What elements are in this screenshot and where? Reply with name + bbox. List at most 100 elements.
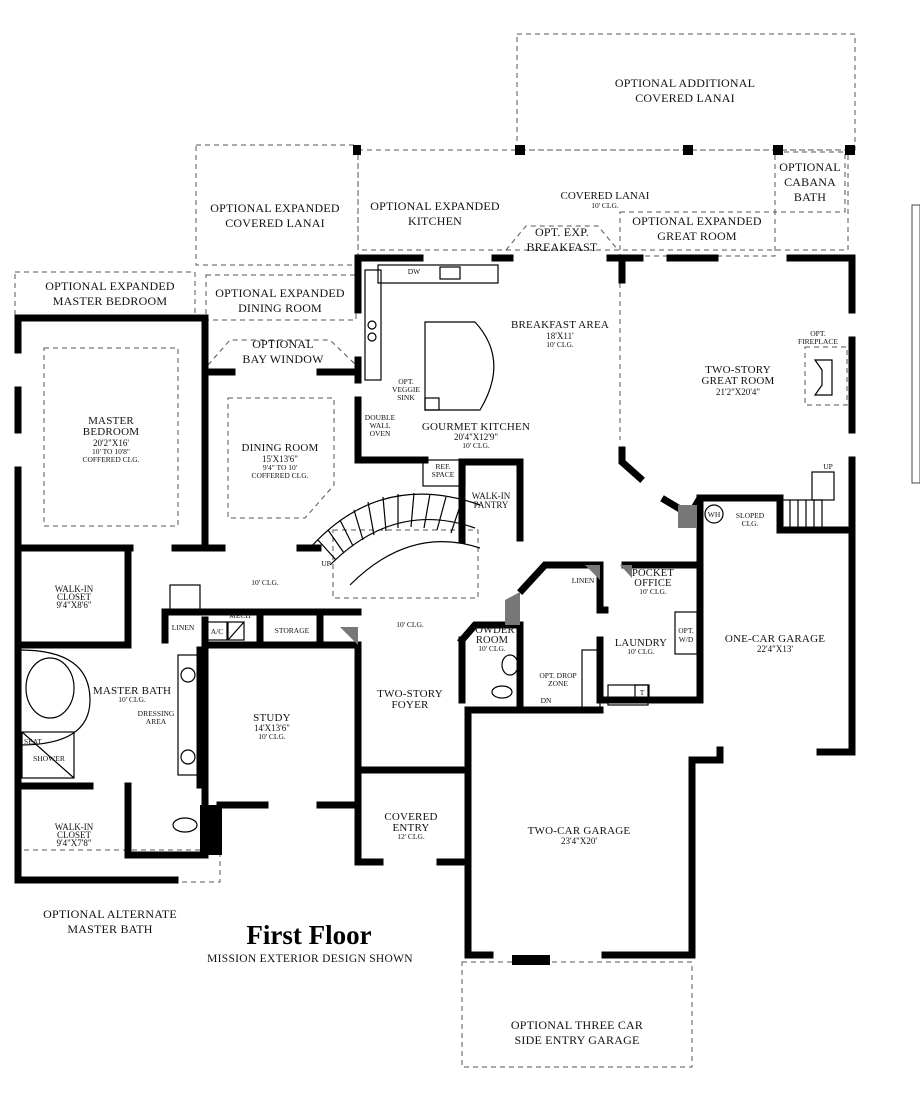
double-wall-oven-line2: WALL bbox=[370, 421, 391, 430]
opt-drop-zone-line1: OPT. DROP bbox=[539, 671, 576, 680]
breakfast-area-ceiling: 10' CLG. bbox=[546, 340, 574, 349]
master-bedroom-ceiling1: 10' TO 10'8" bbox=[92, 447, 130, 456]
opt-exp-covered-lanai-line1: OPTIONAL EXPANDED bbox=[210, 201, 340, 215]
up-label-2: UP bbox=[823, 462, 833, 471]
ac-label: A/C bbox=[211, 627, 224, 636]
powder-room-ceiling: 10' CLG. bbox=[478, 644, 506, 653]
walkin-pantry-line2: PANTRY bbox=[474, 500, 509, 510]
powder-room-name2: ROOM bbox=[476, 635, 509, 646]
opt-exp-dining-line1: OPTIONAL EXPANDED bbox=[215, 286, 345, 300]
master-bedroom-name1: MASTER bbox=[88, 415, 134, 427]
master-bath-name: MASTER BATH bbox=[93, 685, 171, 697]
walls bbox=[14, 145, 856, 965]
breakfast-area-name: BREAKFAST AREA bbox=[511, 319, 609, 331]
walkin-closet-2-dims: 9'4"X7'8" bbox=[56, 838, 91, 848]
fixture-labels: REF. SPACE DOUBLE WALL OVEN OPT. VEGGIE … bbox=[24, 267, 838, 763]
walkin-closet-1-name2: CLOSET bbox=[57, 592, 92, 602]
opt-alt-master-bath-line1: OPTIONAL ALTERNATE bbox=[43, 907, 177, 921]
opt-cabana-line2: CABANA bbox=[784, 175, 836, 189]
walkin-closet-1-name1: WALK-IN bbox=[55, 584, 94, 594]
two-car-garage-name: TWO-CAR GARAGE bbox=[528, 825, 631, 837]
floor-title: First Floor bbox=[246, 920, 371, 950]
t-label: T bbox=[640, 688, 645, 697]
opt-exp-master-line1: OPTIONAL EXPANDED bbox=[45, 279, 175, 293]
veggie-sink-line1: OPT. bbox=[398, 377, 414, 386]
mech-label: MECH bbox=[229, 611, 251, 620]
opt-alt-master-bath-line2: MASTER BATH bbox=[67, 922, 152, 936]
gourmet-kitchen-dims: 20'4"X12'9" bbox=[454, 432, 498, 442]
opt-exp-breakfast-line1: OPT. EXP. bbox=[535, 225, 589, 239]
opt-exp-kitchen-line2: KITCHEN bbox=[408, 214, 462, 228]
veggie-sink-line3: SINK bbox=[397, 393, 415, 402]
hall-ceiling-2: 10' CLG. bbox=[396, 620, 424, 629]
room-labels: COVERED LANAI 10' CLG. BREAKFAST AREA 18… bbox=[55, 190, 825, 848]
opt-fireplace-line1: OPT. bbox=[810, 329, 826, 338]
master-bedroom-ceiling2: COFFERED CLG. bbox=[82, 455, 139, 464]
powder-room-name1: POWDER bbox=[469, 625, 515, 636]
master-bedroom-dims: 20'2"X16' bbox=[93, 438, 129, 448]
opt-bay-window-line2: BAY WINDOW bbox=[242, 352, 324, 366]
dn-label: DN bbox=[541, 696, 552, 705]
opt-drop-zone-line2: ZONE bbox=[548, 679, 568, 688]
covered-entry-name2: ENTRY bbox=[392, 822, 429, 834]
dressing-area-line2: AREA bbox=[146, 717, 167, 726]
double-wall-oven-line3: OVEN bbox=[370, 429, 391, 438]
master-bedroom-name2: BEDROOM bbox=[83, 426, 139, 438]
study-name: STUDY bbox=[253, 712, 291, 724]
opt-wd-line1: OPT. bbox=[678, 626, 694, 635]
opt-three-car-line1: OPTIONAL THREE CAR bbox=[511, 1018, 643, 1032]
opt-exp-great-room-line1: OPTIONAL EXPANDED bbox=[632, 214, 762, 228]
linen-2-label: LINEN bbox=[172, 623, 195, 632]
one-car-garage-dims: 22'4"X13' bbox=[757, 644, 793, 654]
laundry-ceiling: 10' CLG. bbox=[627, 647, 655, 656]
opt-exp-kitchen-line1: OPTIONAL EXPANDED bbox=[370, 199, 500, 213]
covered-entry-name1: COVERED bbox=[384, 811, 437, 823]
ref-space-line2: SPACE bbox=[432, 470, 455, 479]
opt-exp-master-line2: MASTER BEDROOM bbox=[53, 294, 168, 308]
wh-label: WH bbox=[708, 510, 721, 519]
opt-wd-line2: W/D bbox=[679, 635, 694, 644]
dining-room-ceiling2: COFFERED CLG. bbox=[251, 471, 308, 480]
dw-label: DW bbox=[408, 267, 421, 276]
opt-exp-dining-line2: DINING ROOM bbox=[238, 301, 322, 315]
great-room-dims: 21'2"X20'4" bbox=[716, 387, 760, 397]
linen-1-label: LINEN bbox=[572, 576, 595, 585]
seat-label: SEAT bbox=[24, 737, 42, 746]
up-label-1: UP bbox=[321, 559, 331, 568]
opt-cabana-line1: OPTIONAL bbox=[779, 160, 841, 174]
dressing-area-line1: DRESSING bbox=[138, 709, 175, 718]
foyer-line1: TWO-STORY bbox=[377, 688, 443, 700]
opt-exp-great-room-line2: GREAT ROOM bbox=[657, 229, 737, 243]
opt-bay-window-line1: OPTIONAL bbox=[252, 337, 314, 351]
wedges bbox=[340, 505, 697, 645]
pocket-office-name1: POCKET bbox=[632, 568, 674, 579]
dining-room-ceiling1: 9'4" TO 10' bbox=[263, 463, 298, 472]
walkin-pantry-line1: WALK-IN bbox=[472, 491, 511, 501]
pocket-office-name2: OFFICE bbox=[634, 578, 671, 589]
hall-ceiling-1: 10' CLG. bbox=[251, 578, 279, 587]
fixtures-drawings bbox=[19, 264, 833, 833]
optional-labels: OPTIONAL ADDITIONAL COVERED LANAI OPTION… bbox=[43, 76, 841, 1047]
dining-room-dims: 15'X13'6" bbox=[262, 454, 298, 464]
gourmet-kitchen-name: GOURMET KITCHEN bbox=[422, 421, 530, 433]
back-stair bbox=[781, 471, 835, 529]
covered-entry-ceiling: 12' CLG. bbox=[397, 832, 425, 841]
gourmet-kitchen-ceiling: 10' CLG. bbox=[462, 441, 490, 450]
covered-lanai-ceiling: 10' CLG. bbox=[591, 201, 619, 210]
opt-fireplace-line2: FIREPLACE bbox=[798, 337, 838, 346]
sloped-clg-line1: SLOPED bbox=[736, 511, 765, 520]
laundry-name: LAUNDRY bbox=[615, 638, 667, 649]
double-wall-oven-line1: DOUBLE bbox=[365, 413, 396, 422]
opt-exp-covered-lanai-line2: COVERED LANAI bbox=[225, 216, 325, 230]
one-car-garage-name: ONE-CAR GARAGE bbox=[725, 633, 825, 645]
dining-room-name: DINING ROOM bbox=[241, 442, 318, 454]
veggie-sink-line2: VEGGIE bbox=[392, 385, 420, 394]
opt-cabana-line3: BATH bbox=[794, 190, 826, 204]
foyer-line2: FOYER bbox=[391, 699, 429, 711]
ref-space-line1: REF. bbox=[435, 462, 450, 471]
master-bath-ceiling: 10' CLG. bbox=[118, 695, 146, 704]
walkin-closet-2-name1: WALK-IN bbox=[55, 822, 94, 832]
breakfast-area-dims: 18'X11' bbox=[546, 331, 574, 341]
great-room-name1: TWO-STORY bbox=[705, 364, 771, 376]
